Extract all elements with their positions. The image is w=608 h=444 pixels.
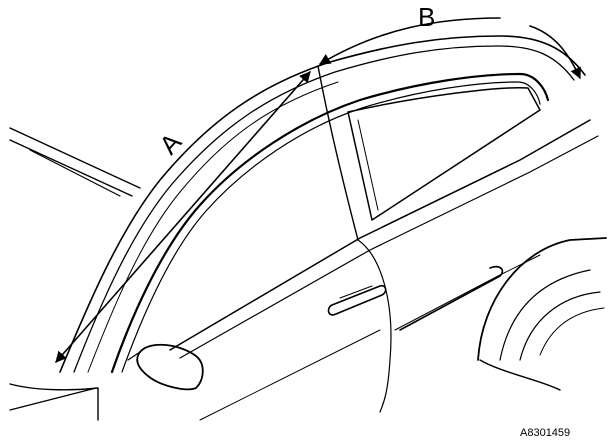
callout-b-label: B <box>418 2 435 32</box>
lower-front <box>9 383 99 421</box>
reference-code: A8301459 <box>520 427 570 439</box>
door-handle <box>327 284 387 316</box>
door-front-edge <box>317 65 392 413</box>
rear-quarter-window <box>347 87 541 221</box>
body-lines <box>169 119 599 421</box>
windscreen-edge <box>9 127 141 197</box>
rear-wheel <box>477 237 607 391</box>
callout-b: B <box>319 2 581 80</box>
callout-a: A <box>55 71 311 363</box>
